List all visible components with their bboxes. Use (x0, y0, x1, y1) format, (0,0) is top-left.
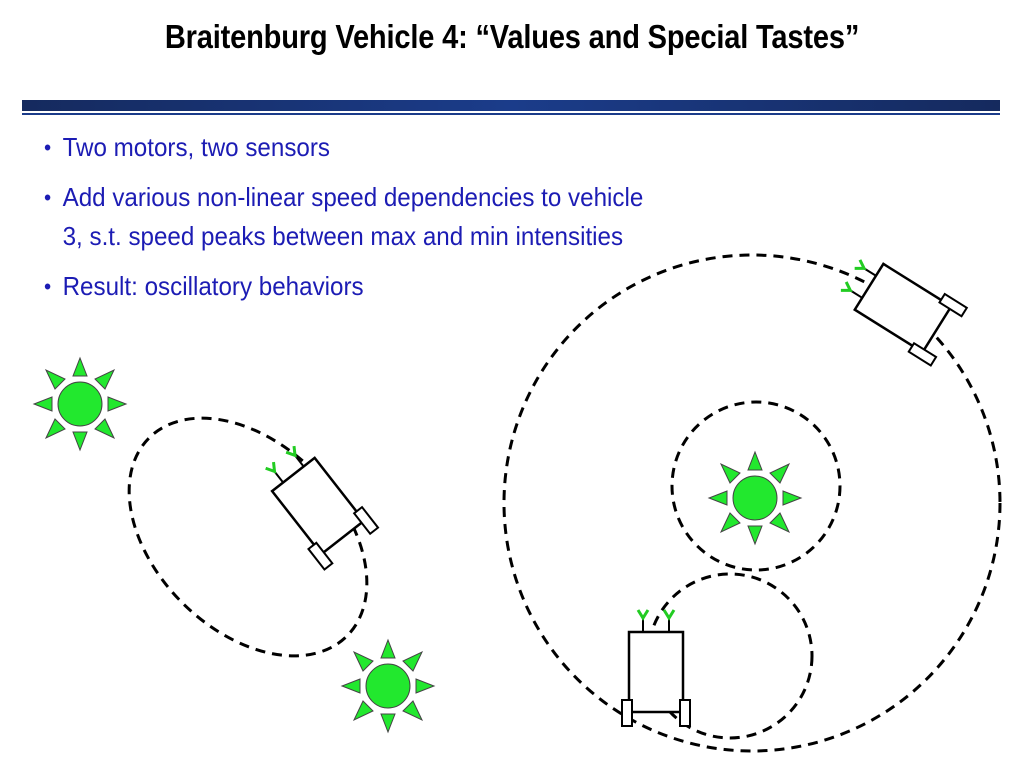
title-rule-thin (22, 113, 1000, 115)
vehicle-icon (830, 244, 969, 367)
bullet-text: Add various non-linear speed dependencie… (62, 182, 644, 251)
vehicle-icon (620, 608, 692, 728)
bullet-dot: • (44, 135, 52, 160)
bullet-list: • Two motors, two sensors • Add various no… (44, 128, 704, 317)
vehicle-icon (251, 434, 380, 571)
light-source-icon (341, 639, 435, 733)
bullet-text: Result: oscillatory behaviors (62, 271, 364, 301)
orbit-path-large (502, 253, 1002, 753)
bullet-dot: • (44, 185, 52, 210)
bullet-item: • Result: oscillatory behaviors (44, 267, 658, 306)
light-source-icon (708, 451, 802, 545)
bullet-text: Two motors, two sensors (62, 132, 331, 162)
bullet-item: • Two motors, two sensors (44, 128, 658, 167)
title-rule-thick (22, 100, 1000, 111)
oscillation-path-ellipse (127, 416, 369, 658)
slide-title: Braitenburg Vehicle 4: “Values and Speci… (164, 18, 860, 55)
bullet-item: • Add various non-linear speed dependenci… (44, 178, 658, 256)
orbit-path-inner (670, 400, 842, 572)
light-source-icon (33, 357, 127, 451)
bullet-dot: • (44, 274, 52, 299)
